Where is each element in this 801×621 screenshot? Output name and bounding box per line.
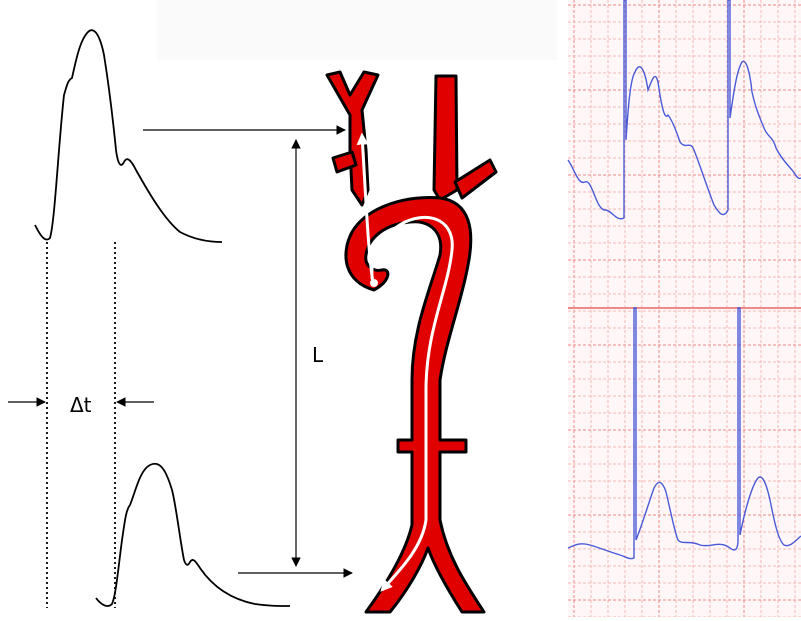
recording-panel <box>568 0 801 617</box>
delta-t-label: Δt <box>70 393 92 417</box>
side-branch-right <box>455 160 496 198</box>
length-label: L <box>312 343 324 367</box>
top-band <box>157 0 557 60</box>
proximal-pulse-waveform <box>35 30 222 242</box>
distal-pulse-waveform <box>96 464 290 606</box>
carotid-branch <box>327 72 378 205</box>
right-vessel-branch <box>434 76 457 200</box>
aorta-illustration <box>327 72 496 612</box>
flow-origin-dot <box>370 279 378 287</box>
